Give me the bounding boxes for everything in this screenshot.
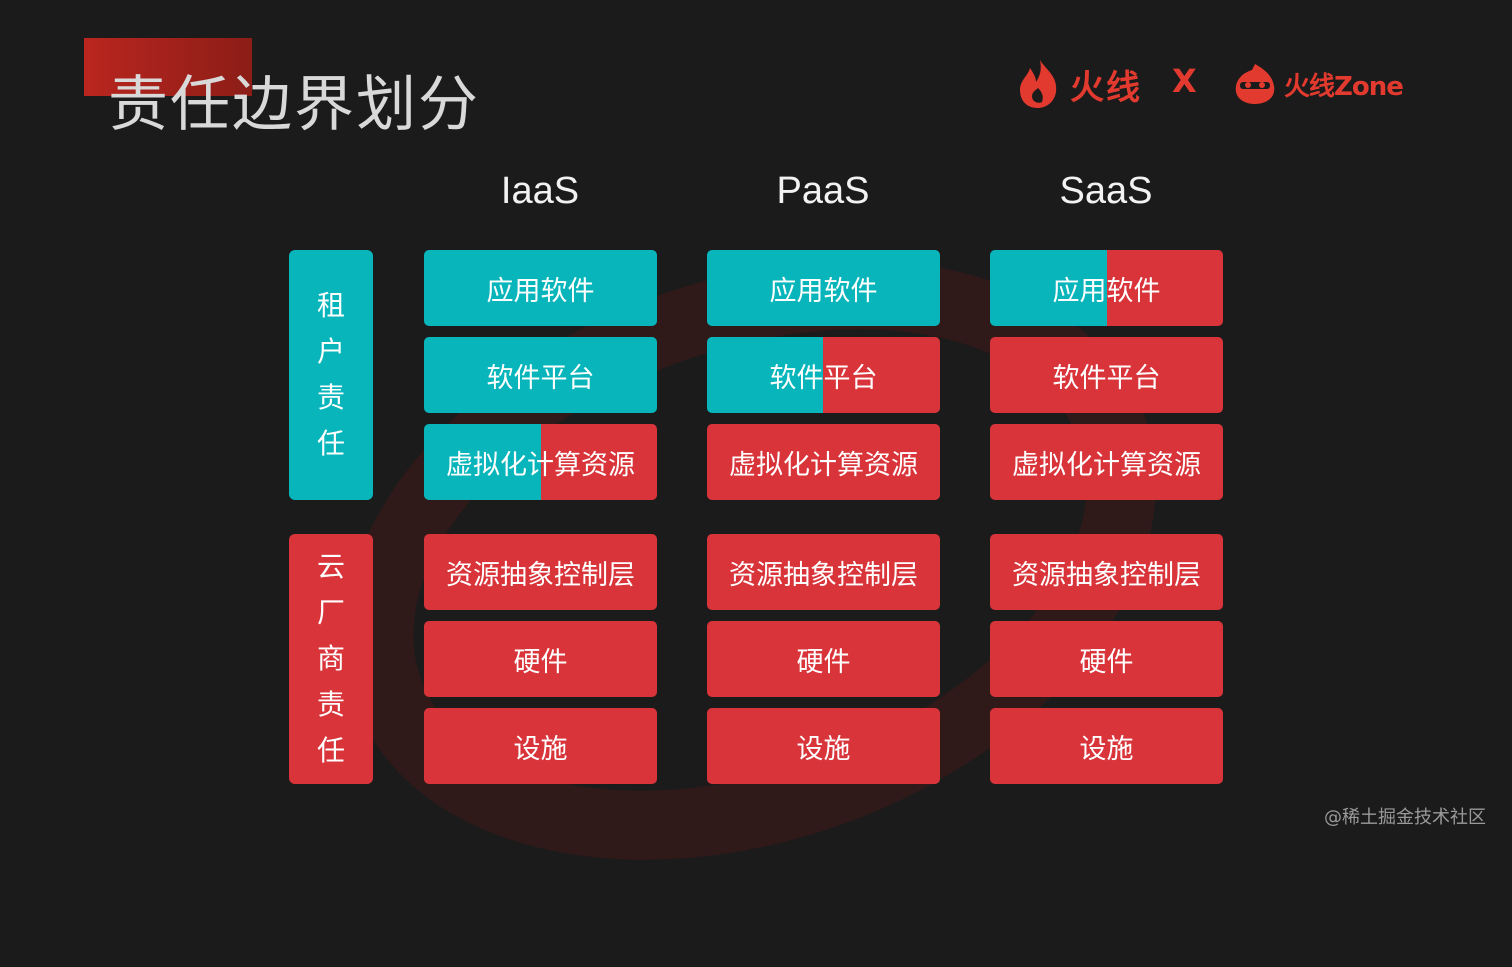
iaas-hardware: 硬件	[424, 621, 657, 697]
title-accent-bar	[84, 38, 252, 96]
side-char: 任	[316, 734, 345, 767]
side-char: 任	[316, 427, 345, 460]
flame-logo-icon	[1020, 60, 1057, 108]
flame-mask-logo-icon	[1235, 64, 1275, 104]
iaas-resource-abstraction: 资源抽象控制层	[424, 534, 657, 610]
saas-application-software: 应用软件	[990, 250, 1223, 326]
column-header-iaas: IaaS	[500, 170, 580, 212]
saas-virtual-compute: 虚拟化计算资源	[990, 424, 1223, 500]
saas-software-platform: 软件平台	[990, 337, 1223, 413]
logos: 火线 X 火线Zone	[1012, 56, 1422, 112]
tenant-responsibility-label: 租 户 责 任	[289, 250, 373, 500]
watermark: @稀土掘金技术社区	[1324, 807, 1486, 828]
saas-facilities: 设施	[990, 708, 1223, 784]
iaas-application-software: 应用软件	[424, 250, 657, 326]
paas-hardware: 硬件	[707, 621, 940, 697]
paas-software-platform: 软件平台	[707, 337, 940, 413]
paas-virtual-compute: 虚拟化计算资源	[707, 424, 940, 500]
saas-hardware: 硬件	[990, 621, 1223, 697]
side-char: 租	[316, 289, 345, 322]
saas-resource-abstraction: 资源抽象控制层	[990, 534, 1223, 610]
iaas-virtual-compute: 虚拟化计算资源	[424, 424, 657, 500]
separator-x: X	[1172, 62, 1197, 100]
column-header-saas: SaaS	[1059, 170, 1153, 212]
side-char: 责	[316, 381, 345, 414]
side-char: 责	[316, 688, 345, 721]
side-char: 云	[316, 550, 345, 583]
iaas-software-platform: 软件平台	[424, 337, 657, 413]
side-char: 商	[316, 642, 345, 675]
column-header-paas: PaaS	[776, 170, 870, 212]
brand2-text: 火线Zone	[1284, 72, 1404, 102]
side-char: 厂	[316, 596, 345, 629]
side-char: 户	[316, 335, 345, 368]
cloud-vendor-responsibility-label: 云 厂 商 责 任	[289, 534, 373, 784]
brand1-text: 火线	[1070, 68, 1142, 108]
page-title: 责任边界划分	[108, 70, 480, 140]
iaas-facilities: 设施	[424, 708, 657, 784]
paas-facilities: 设施	[707, 708, 940, 784]
paas-resource-abstraction: 资源抽象控制层	[707, 534, 940, 610]
paas-application-software: 应用软件	[707, 250, 940, 326]
